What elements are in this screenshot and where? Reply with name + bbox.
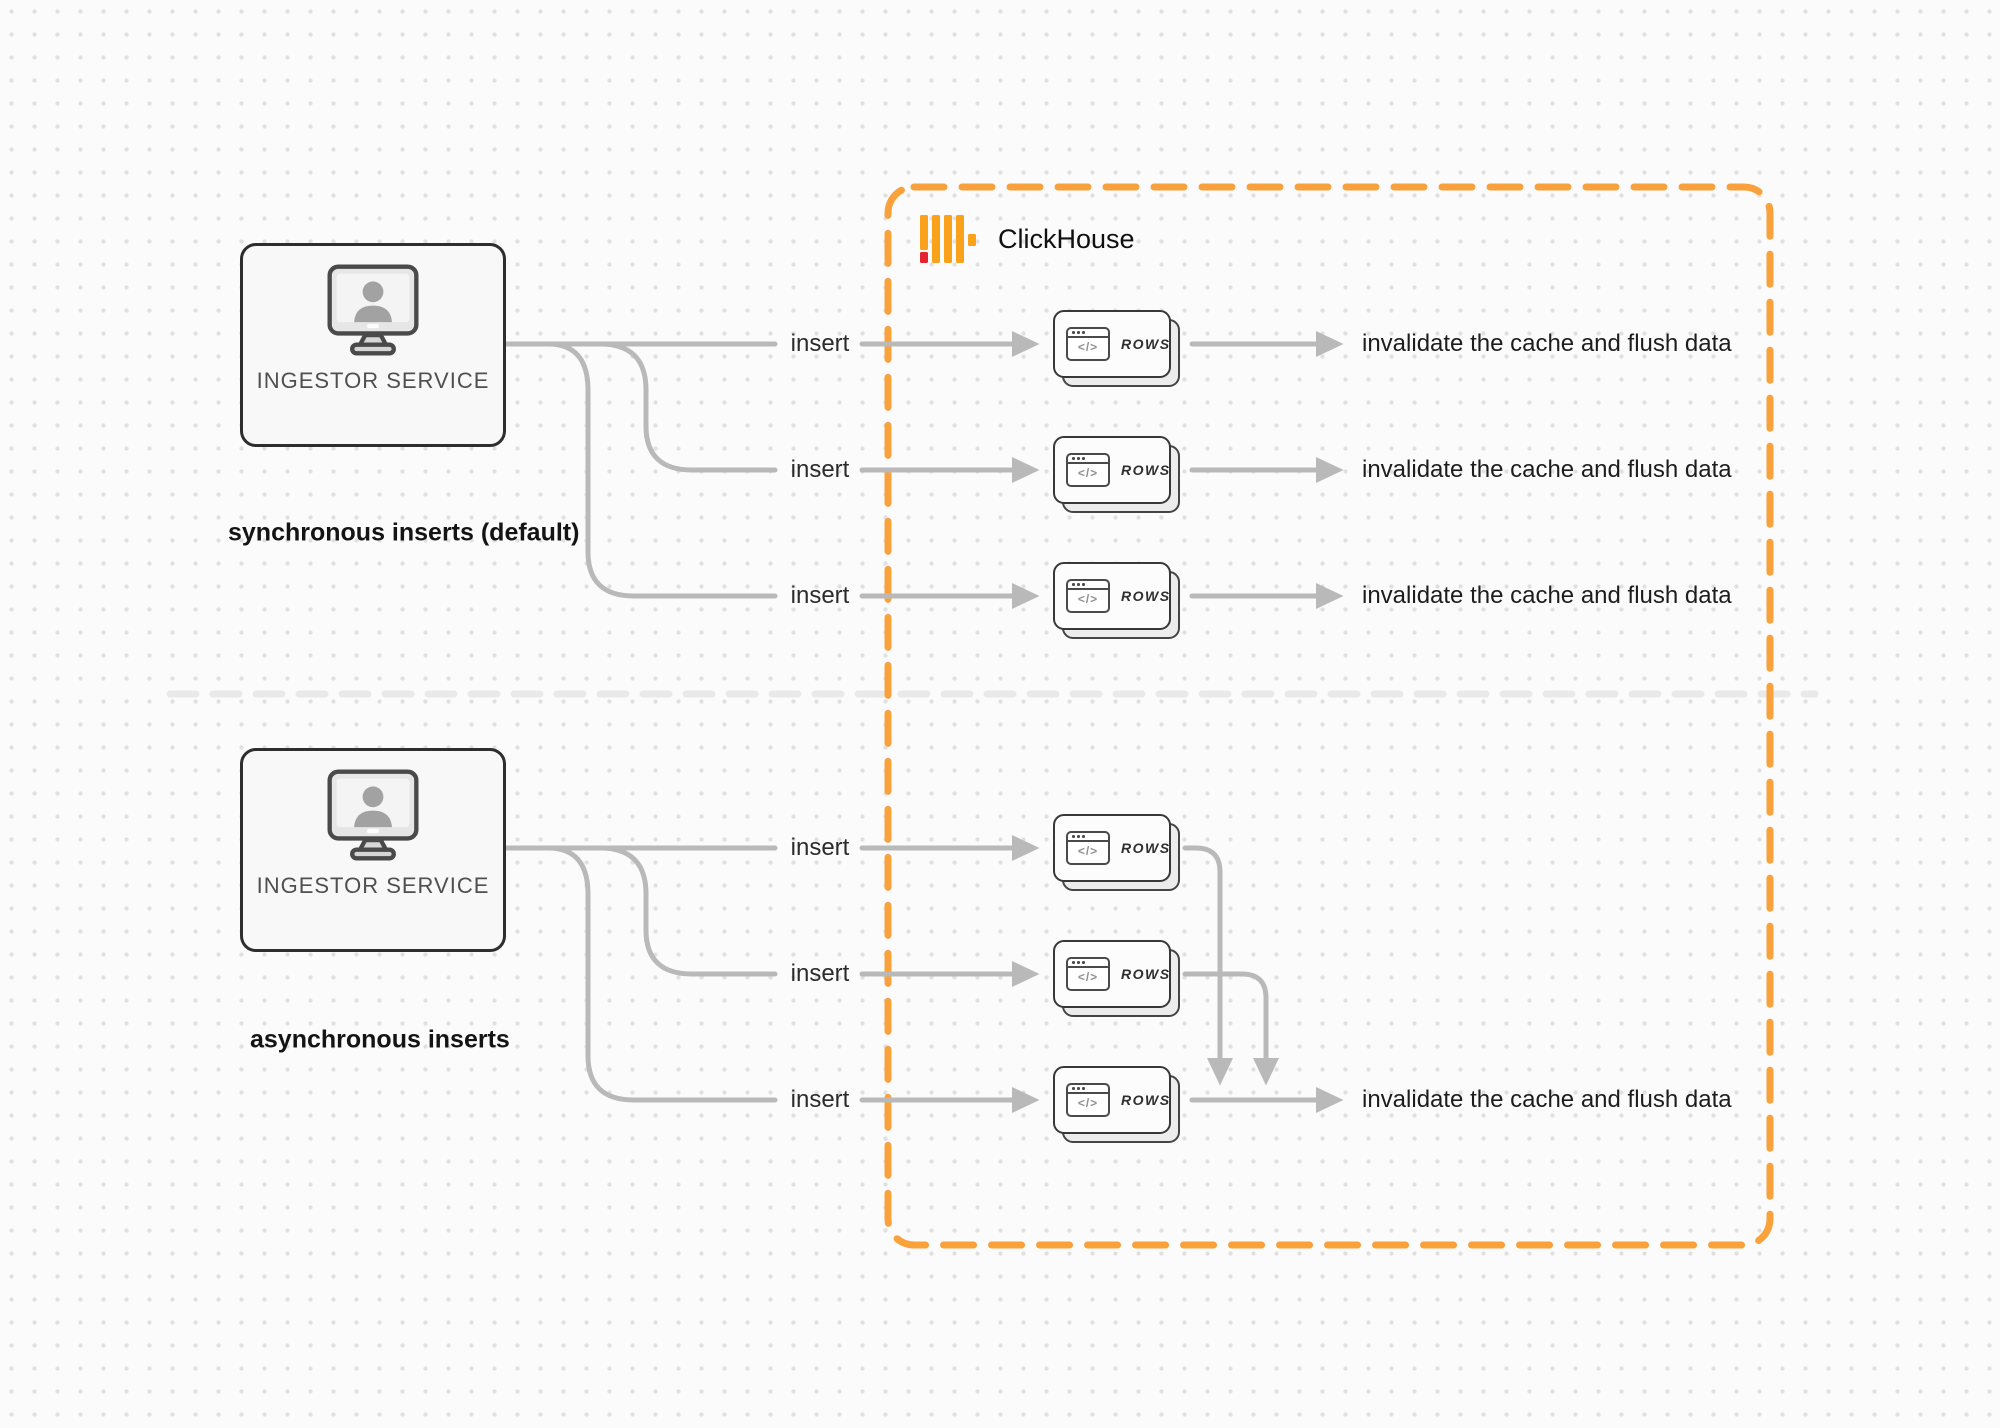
rows-node: </> ROWS <box>1053 310 1180 387</box>
rows-node: </> ROWS <box>1053 814 1180 891</box>
rows-node: </> ROWS <box>1053 940 1180 1017</box>
clickhouse-boundary <box>884 183 1774 1249</box>
async-connectors <box>503 835 1344 1114</box>
sync-section-label: synchronous inserts (default) <box>228 518 580 547</box>
rows-card: </> ROWS <box>1053 562 1171 630</box>
rows-node: </> ROWS <box>1053 562 1180 639</box>
ingestor-service-async: INGESTOR SERVICE <box>240 748 506 952</box>
rows-label: ROWS <box>1121 966 1171 982</box>
insert-label: insert <box>790 330 850 357</box>
ingestor-service-label: INGESTOR SERVICE <box>256 873 490 898</box>
monitor-user-icon <box>327 769 419 861</box>
insert-label: insert <box>790 960 850 987</box>
clickhouse-logo: ClickHouse <box>920 215 1135 263</box>
invalidate-label: invalidate the cache and flush data <box>1362 1086 1732 1113</box>
clickhouse-title: ClickHouse <box>998 223 1135 254</box>
rows-card: </> ROWS <box>1053 1066 1171 1134</box>
code-window-icon: </> <box>1066 831 1110 865</box>
code-window-icon: </> <box>1066 957 1110 991</box>
rows-label: ROWS <box>1121 840 1171 856</box>
code-window-icon: </> <box>1066 579 1110 613</box>
rows-label: ROWS <box>1121 588 1171 604</box>
rows-card: </> ROWS <box>1053 940 1171 1008</box>
ingestor-service-sync: INGESTOR SERVICE <box>240 243 506 447</box>
code-window-icon: </> <box>1066 453 1110 487</box>
invalidate-label: invalidate the cache and flush data <box>1362 456 1732 483</box>
code-window-icon: </> <box>1066 1083 1110 1117</box>
code-window-icon: </> <box>1066 327 1110 361</box>
rows-card: </> ROWS <box>1053 310 1171 378</box>
insert-label: insert <box>790 834 850 861</box>
rows-node: </> ROWS <box>1053 436 1180 513</box>
rows-card: </> ROWS <box>1053 436 1171 504</box>
rows-label: ROWS <box>1121 336 1171 352</box>
rows-card: </> ROWS <box>1053 814 1171 882</box>
rows-node: </> ROWS <box>1053 1066 1180 1143</box>
rows-label: ROWS <box>1121 462 1171 478</box>
insert-label: insert <box>790 1086 850 1113</box>
invalidate-label: invalidate the cache and flush data <box>1362 582 1732 609</box>
insert-label: insert <box>790 456 850 483</box>
invalidate-label: invalidate the cache and flush data <box>1362 330 1732 357</box>
clickhouse-bars-icon <box>920 215 976 263</box>
async-section-label: asynchronous inserts <box>250 1025 510 1054</box>
insert-label: insert <box>790 582 850 609</box>
rows-label: ROWS <box>1121 1092 1171 1108</box>
sync-connectors <box>503 331 1344 610</box>
ingestor-service-label: INGESTOR SERVICE <box>256 368 490 393</box>
monitor-user-icon <box>327 264 419 356</box>
